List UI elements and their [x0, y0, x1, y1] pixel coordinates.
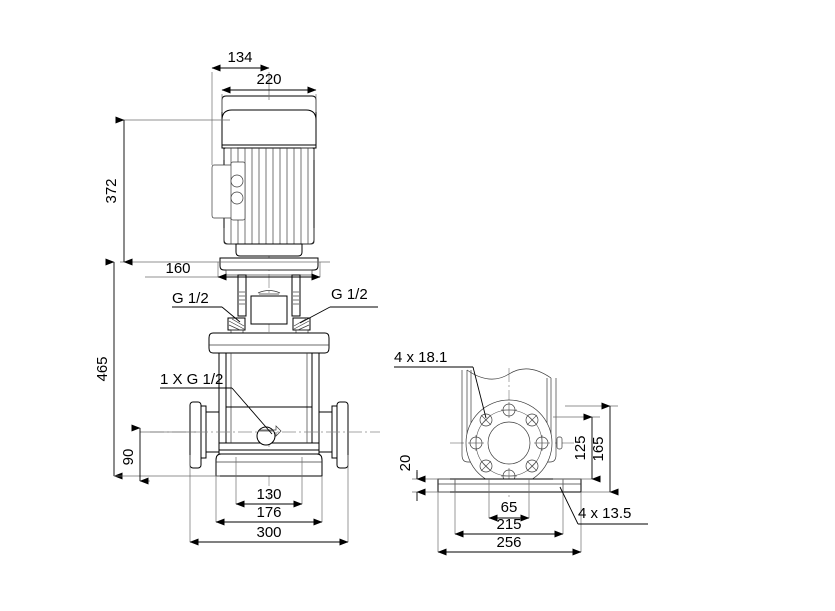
drain-plug-arrow	[259, 425, 282, 437]
callout-bolt-18: 4 x 18.1	[394, 349, 487, 419]
dimension-65-text: 65	[501, 499, 518, 516]
side-flange	[465, 399, 553, 487]
pump-head-cover	[208, 332, 330, 354]
side-base-plate	[437, 478, 582, 493]
callout-g12-left-text: G 1/2	[172, 290, 209, 307]
bolt-hole-upper-right	[525, 413, 539, 427]
dimension-130-text: 130	[256, 486, 281, 503]
motor-flange-neck	[235, 243, 303, 257]
shaft-coupling	[250, 295, 288, 325]
dimension-165: 165	[565, 402, 619, 496]
callout-g12-left: G 1/2	[172, 290, 241, 323]
coupling-guard-hatching	[239, 291, 299, 305]
dimension-90-text: 90	[120, 449, 137, 466]
cable-gland-upper	[230, 174, 244, 188]
callout-bolt-18-text: 4 x 18.1	[394, 349, 447, 366]
dimension-372-text: 372	[103, 178, 120, 203]
dimension-300-text: 300	[256, 524, 281, 541]
front-view-geometry	[150, 95, 380, 500]
dimension-160-text: 160	[165, 260, 190, 277]
dimension-20: 20	[397, 455, 450, 501]
dimension-20-text: 20	[397, 455, 414, 472]
coupling-guard-right	[291, 274, 301, 317]
dimension-176-text: 176	[256, 504, 281, 521]
priming-plug-left	[227, 317, 246, 336]
callout-g12-right-text: G 1/2	[331, 286, 368, 303]
dimension-134-text: 134	[227, 49, 252, 66]
motor-assembly	[211, 95, 317, 257]
pump-head	[208, 257, 330, 354]
base-body	[215, 453, 323, 477]
terminal-box	[211, 164, 234, 219]
sleeve-foot-right	[544, 454, 557, 463]
dimension-256: 256	[437, 492, 582, 556]
bolt-hole-left	[468, 435, 484, 451]
dimension-220-text: 220	[256, 71, 281, 88]
callout-bolt-13-text: 4 x 13.5	[578, 505, 631, 522]
bolt-hole-right	[534, 435, 550, 451]
motor-upper-shell	[221, 109, 317, 149]
drain-plug	[256, 425, 282, 446]
dimension-465-text: 465	[94, 356, 111, 381]
dimension-90: 90	[120, 424, 196, 485]
dimension-176: 176	[215, 476, 323, 526]
bolt-hole-lower-left	[479, 459, 493, 473]
terminal-box-flange	[230, 161, 246, 221]
bolt-hole-upper-left	[479, 413, 493, 427]
dimension-65: 65	[488, 479, 530, 522]
flange-bore	[487, 421, 531, 465]
left-port-flange	[189, 401, 202, 469]
sleeve-top-profile	[466, 368, 552, 380]
dimension-130: 130	[235, 457, 303, 508]
priming-plug-right	[292, 317, 311, 336]
motor-end-shield-bottom-r	[301, 228, 315, 245]
right-port-flange	[336, 401, 349, 469]
dimension-215-text: 215	[496, 516, 521, 533]
dimension-256-text: 256	[496, 534, 521, 551]
callout-drain-g12: 1 X G 1/2	[160, 371, 273, 435]
pump-head-flange	[219, 257, 319, 271]
side-boss	[556, 436, 563, 450]
side-sleeve	[461, 368, 557, 463]
bolt-hole-top	[501, 402, 517, 418]
dimension-372: 372	[103, 116, 330, 266]
dimension-125: 125	[553, 413, 601, 483]
side-view-dimensions: 20 125 165 65	[397, 402, 619, 556]
dimension-165-text: 165	[590, 436, 607, 461]
base-plate-body	[437, 478, 582, 493]
dimension-160: 160	[145, 260, 321, 281]
bolt-hole-lower-right	[525, 459, 539, 473]
callout-drain-g12-text: 1 X G 1/2	[160, 371, 223, 388]
motor-end-shield-top	[223, 147, 237, 160]
base-top-plate	[218, 449, 320, 455]
sleeve-foot-left	[461, 454, 474, 463]
coupling-guard-left	[237, 274, 247, 317]
pump-base	[215, 449, 323, 477]
dimension-220: 220	[221, 71, 317, 112]
dimension-215: 215	[454, 479, 564, 538]
dimension-134: 134	[211, 49, 270, 165]
front-view-dimensions: 134 220 372 160	[94, 49, 349, 546]
front-view-callouts: G 1/2 G 1/2 1 X G 1/2	[160, 286, 378, 435]
dimension-300: 300	[189, 455, 349, 546]
motor-end-shield-bottom	[223, 228, 237, 245]
side-view-geometry	[437, 368, 582, 500]
callout-bolt-13: 4 x 13.5	[559, 486, 648, 525]
dimension-125-text: 125	[572, 435, 589, 460]
side-view-callouts: 4 x 18.1 4 x 13.5	[394, 349, 648, 525]
motor-end-shield-top-r	[301, 147, 315, 160]
coupling-cap	[257, 290, 281, 294]
cable-gland-lower	[230, 191, 244, 205]
plug-hatch-left	[228, 318, 245, 331]
callout-g12-right: G 1/2	[299, 286, 378, 324]
